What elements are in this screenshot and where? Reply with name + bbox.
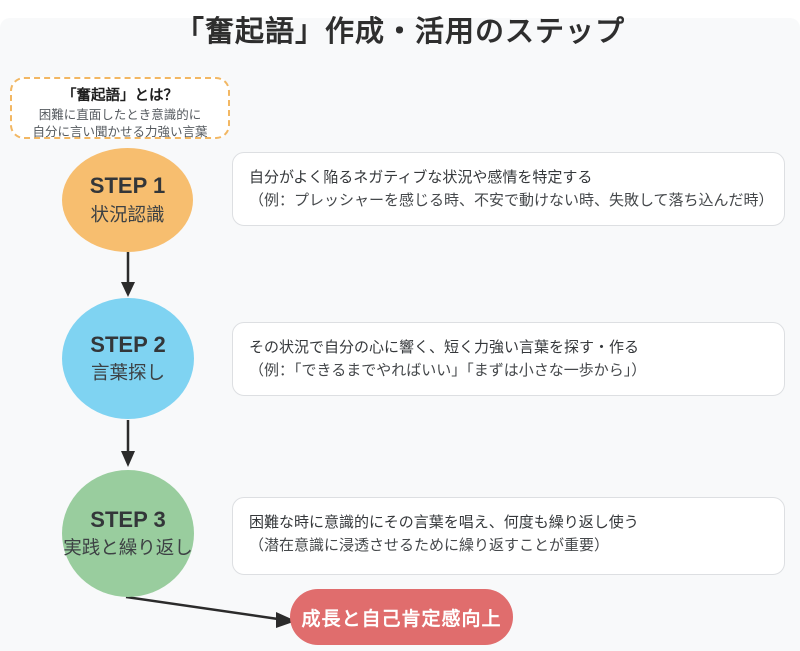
step-3-label: STEP 3 [90, 506, 166, 532]
step-2-circle: STEP 2 言葉探し [62, 298, 194, 419]
step-2-example: （例：「できるまでやればいい」「まずは小さな一歩から」） [249, 362, 647, 380]
step-2-label: STEP 2 [90, 331, 166, 357]
step-1-label: STEP 1 [89, 173, 166, 199]
definition-line-1: 困難に直面したとき意識的に [38, 108, 202, 122]
step-3-name: 実践と繰り返し [63, 537, 193, 559]
step-1-circle: STEP 1 状況認識 [62, 148, 193, 252]
definition-line-2: 自分に言い聞かせる力強い言葉 [32, 124, 208, 139]
arrow-step2-to-step3 [121, 420, 135, 467]
step-1-description-box: 自分がよく陥るネガティブな状況や感情を特定する （例：プレッシャーを感じる時、不… [232, 152, 785, 226]
step-1-example: （例：プレッシャーを感じる時、不安で動けない時、失敗して落ち込んだ時） [249, 192, 774, 210]
step-2-description: その状況で自分の心に響く、短く力強い言葉を探す・作る [249, 339, 640, 356]
step-3-description-box: 困難な時に意識的にその言葉を唱え、何度も繰り返し使う （潜在意識に浸透させるため… [232, 497, 785, 575]
step-1-description: 自分がよく陥るネガティブな状況や感情を特定する [249, 169, 593, 186]
definition-callout: 「奮起語」とは？ 困難に直面したとき意識的に 自分に言い聞かせる力強い言葉 [10, 77, 230, 139]
definition-heading: 「奮起語」とは？ [62, 88, 178, 104]
step-3-description: 困難な時に意識的にその言葉を唱え、何度も繰り返し使う [249, 514, 639, 531]
outcome-label: 成長と自己肯定感向上 [301, 608, 502, 630]
step-3-circle: STEP 3 実践と繰り返し [62, 470, 194, 597]
step-2-description-box: その状況で自分の心に響く、短く力強い言葉を探す・作る （例：「できるまでやればい… [232, 322, 785, 396]
step-2-name: 言葉探し [90, 362, 165, 384]
arrow-step3-to-outcome [125, 595, 296, 628]
arrow-step1-to-step2 [121, 252, 135, 297]
outcome-badge: 成長と自己肯定感向上 [290, 589, 513, 645]
step-3-example: （潜在意識に浸透させるために繰り返すことが重要） [249, 537, 610, 555]
page-title: 「奮起語」作成・活用のステップ [174, 16, 625, 48]
step-1-name: 状況認識 [90, 203, 165, 225]
